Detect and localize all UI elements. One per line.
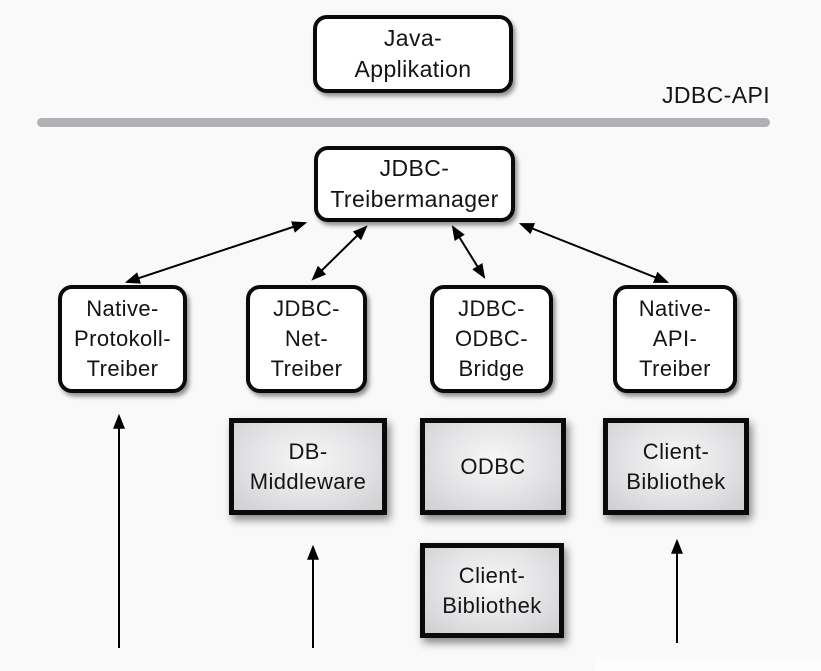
jdbc-api-divider-line <box>37 118 770 127</box>
node-label: Native- API- Treiber <box>639 294 712 384</box>
node-label: DB- Middleware <box>250 437 367 497</box>
node-label-line: Bibliothek <box>442 592 542 618</box>
node-label: JDBC- Treibermanager <box>330 153 498 215</box>
node-label-line: ODBC <box>460 453 526 479</box>
node-label-line: Bibliothek <box>626 468 726 494</box>
node-label-line: Treibermanager <box>330 186 499 212</box>
node-jdbc-net-treiber: JDBC- Net- Treiber <box>246 285 367 393</box>
node-label-line: Java- <box>383 25 443 51</box>
node-client-bibliothek-right: Client- Bibliothek <box>603 418 749 515</box>
node-label: Client- Bibliothek <box>626 437 725 497</box>
node-label-line: DB- <box>288 438 328 464</box>
arrow-manager-native-protokoll <box>124 221 308 284</box>
node-label-line: Middleware <box>249 468 367 494</box>
node-label-line: Protokoll- <box>74 326 171 351</box>
node-label-line: API- <box>652 326 698 351</box>
node-db-middleware: DB- Middleware <box>229 418 387 515</box>
node-label-line: Client- <box>458 562 526 588</box>
jdbc-api-label: JDBC-API <box>662 82 770 108</box>
node-native-api-treiber: Native- API- Treiber <box>613 285 737 393</box>
node-label-line: Bridge <box>458 356 525 381</box>
node-label-line: Native- <box>638 296 712 321</box>
node-java-applikation: Java- Applikation <box>313 15 513 93</box>
node-label-line: Client- <box>642 438 710 464</box>
arrow-manager-native-api <box>518 223 670 283</box>
node-odbc: ODBC <box>420 418 566 515</box>
arrow-manager-jdbc-net <box>311 225 368 281</box>
node-label-line: JDBC- <box>458 296 525 321</box>
node-label: JDBC- ODBC- Bridge <box>455 294 528 384</box>
node-label-line: JDBC- <box>273 296 340 321</box>
node-label-line: Net- <box>284 326 329 351</box>
node-client-bibliothek-bottom: Client- Bibliothek <box>420 543 564 638</box>
bottom-edge-highlight <box>595 652 821 671</box>
node-native-protokoll-treiber: Native- Protokoll- Treiber <box>58 285 187 393</box>
node-label-line: Treiber <box>639 356 711 381</box>
node-label-line: JDBC- <box>379 155 450 181</box>
node-label-line: Native- <box>86 296 159 321</box>
node-label: Native- Protokoll- Treiber <box>74 294 171 384</box>
node-label-line: Treiber <box>86 356 159 381</box>
node-label: JDBC- Net- Treiber <box>271 294 343 384</box>
node-label: Java- Applikation <box>355 23 472 85</box>
node-label: ODBC <box>460 452 525 482</box>
node-jdbc-treibermanager: JDBC- Treibermanager <box>314 146 515 222</box>
node-label: Client- Bibliothek <box>442 561 541 621</box>
node-label-line: ODBC- <box>455 326 528 351</box>
node-label-line: Applikation <box>354 56 472 82</box>
arrow-manager-jdbc-odbc <box>451 225 486 279</box>
node-label-line: Treiber <box>270 356 343 381</box>
node-jdbc-odbc-bridge: JDBC- ODBC- Bridge <box>430 285 553 393</box>
